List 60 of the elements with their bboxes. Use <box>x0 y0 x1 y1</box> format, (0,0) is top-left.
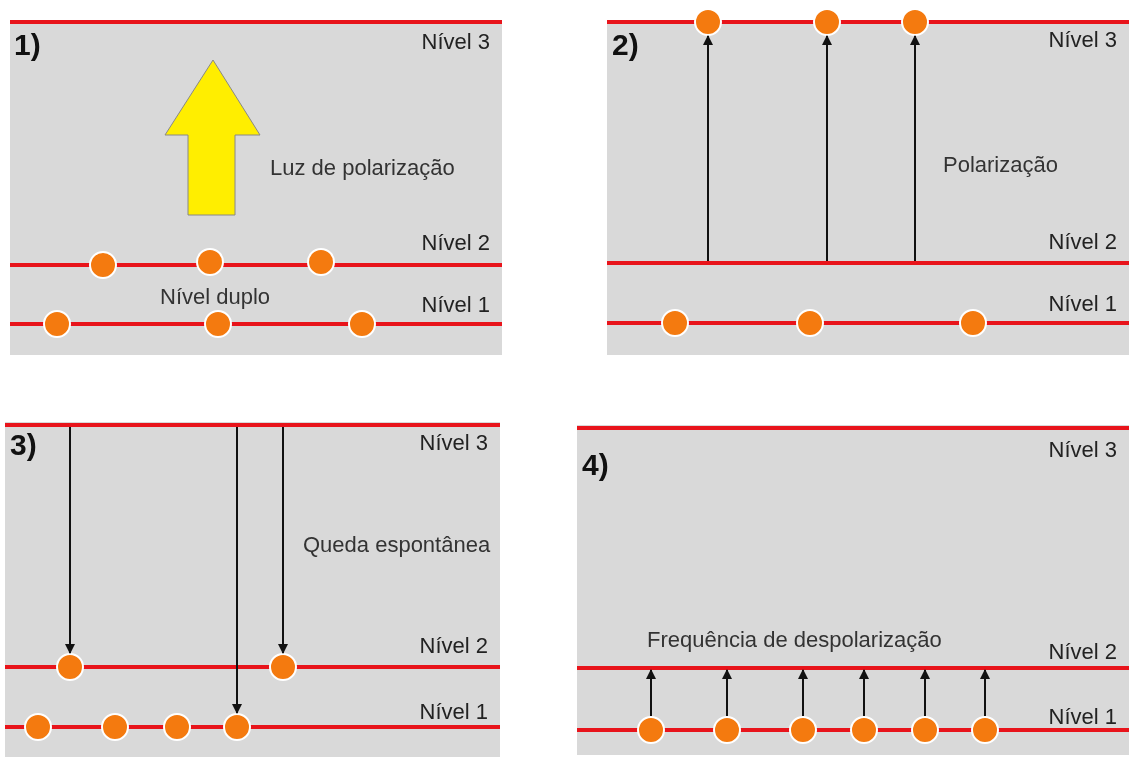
particle <box>637 716 665 744</box>
panel-number: 2) <box>612 28 639 62</box>
level-label: Nível 3 <box>1048 27 1117 53</box>
particle <box>901 8 929 36</box>
panel-number: 4) <box>582 448 609 482</box>
arrow <box>980 669 990 717</box>
particle <box>796 309 824 337</box>
particle <box>789 716 817 744</box>
particle <box>269 653 297 681</box>
level-label: Nível 1 <box>419 699 488 725</box>
particle <box>971 716 999 744</box>
particle <box>307 248 335 276</box>
annotation-text: Frequência de despolarização <box>647 627 942 653</box>
annotation-text: Nível duplo <box>160 284 271 310</box>
level-label: Nível 3 <box>421 29 490 55</box>
annotation-text: Luz de polarização <box>270 155 455 181</box>
arrow <box>798 669 808 717</box>
annotation-text: Queda espontânea <box>303 532 491 558</box>
particle <box>661 309 689 337</box>
energy-panel <box>10 20 502 355</box>
level-label: Nível 3 <box>1048 437 1117 463</box>
particle <box>101 713 129 741</box>
level-label: Nível 1 <box>1048 704 1117 730</box>
level-label: Nível 3 <box>419 430 488 456</box>
arrow <box>910 35 920 262</box>
particle <box>89 251 117 279</box>
arrow <box>232 426 242 714</box>
arrow <box>278 426 288 654</box>
particle <box>43 310 71 338</box>
level-label: Nível 1 <box>421 292 490 318</box>
level-label: Nível 2 <box>419 633 488 659</box>
particle <box>24 713 52 741</box>
particle <box>223 713 251 741</box>
arrow <box>822 35 832 262</box>
level-label: Nível 1 <box>1048 291 1117 317</box>
panel-number: 3) <box>10 428 37 462</box>
particle <box>348 310 376 338</box>
arrow <box>65 426 75 654</box>
level-label: Nível 2 <box>1048 639 1117 665</box>
particle <box>163 713 191 741</box>
annotation-text: Polarização <box>943 152 1058 178</box>
panel-number: 1) <box>14 28 41 62</box>
particle <box>694 8 722 36</box>
particle <box>204 310 232 338</box>
arrow <box>646 669 656 717</box>
arrow <box>859 669 869 717</box>
energy-panel <box>577 425 1129 755</box>
particle <box>196 248 224 276</box>
particle <box>850 716 878 744</box>
particle <box>959 309 987 337</box>
arrow <box>703 35 713 262</box>
level-label: Nível 2 <box>421 230 490 256</box>
level-label: Nível 2 <box>1048 229 1117 255</box>
arrow <box>920 669 930 717</box>
particle <box>713 716 741 744</box>
particle <box>911 716 939 744</box>
energy-panel <box>5 422 500 757</box>
arrow <box>722 669 732 717</box>
particle <box>813 8 841 36</box>
particle <box>56 653 84 681</box>
